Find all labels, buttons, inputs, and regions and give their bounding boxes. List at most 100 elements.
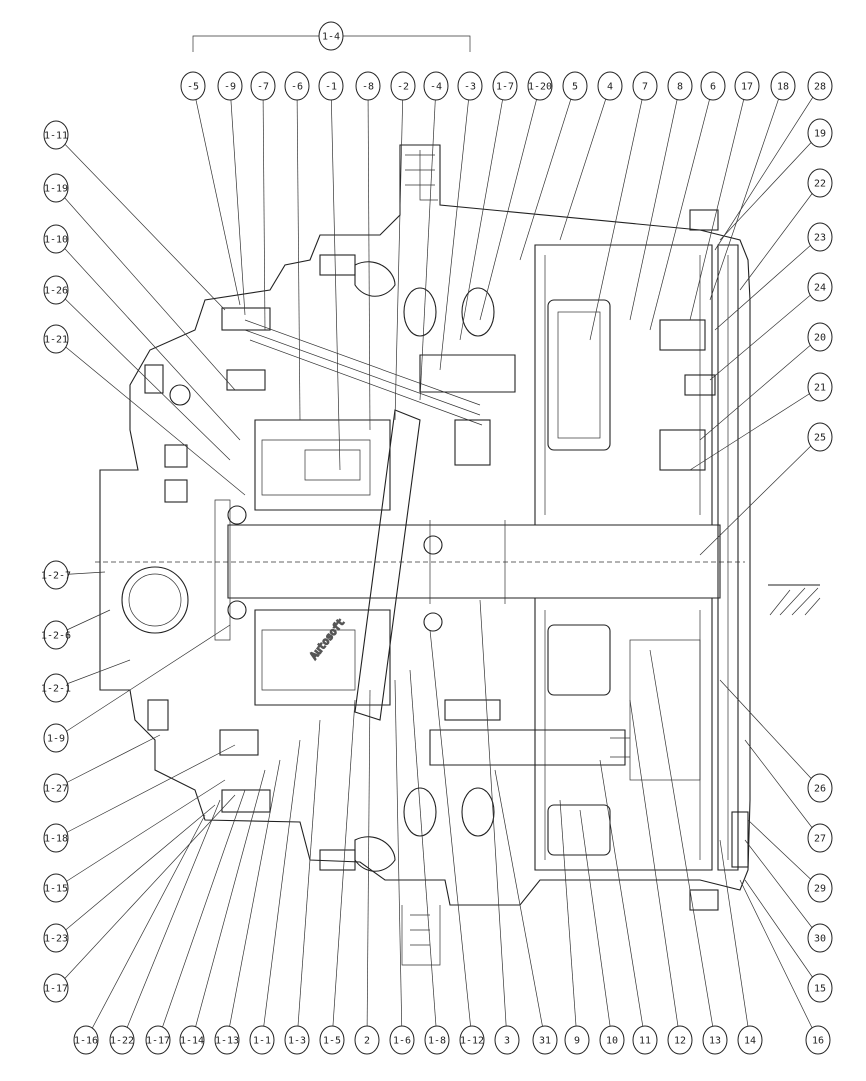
bottom-label-12: 1-12 [460,1036,484,1047]
bottom-label-1-bubble [73,1025,99,1055]
left-label-6-bubble [43,560,69,590]
bottom-label-21: 16 [812,1036,824,1047]
right-label-4: 24 [814,283,826,294]
right-label-2-leader [739,182,821,291]
bottom-label-21-leader [739,879,819,1041]
bottom-label-6-bubble [249,1025,275,1055]
bottom-label-14-bubble [532,1025,558,1055]
right-label-2: 22 [814,179,826,190]
watermark-text: Autosoft [309,617,347,662]
top-label-10: 1-7 [496,82,514,93]
left-label-10-leader [55,734,161,789]
top-label-11-leader [479,85,541,321]
top-label-10-bubble [492,71,518,101]
left-label-8: 1-2-1 [41,684,71,695]
bottom-label-16: 10 [606,1036,618,1047]
bottom-label-2: 1-22 [110,1036,134,1047]
bottom-label-2-leader [121,799,221,1041]
bottom-label-11: 1-8 [428,1036,446,1047]
top-label-4-leader [296,85,301,421]
housing-outline [99,144,821,966]
group-label-1-4: 1-4 [322,32,340,43]
top-label-13-leader [559,85,611,241]
left-label-4: 1-26 [44,286,68,297]
right-label-4-bubble [807,272,833,302]
right-label-3: 23 [814,233,826,244]
bottom-label-14-leader [494,769,546,1041]
bottom-label-3-bubble [145,1025,171,1055]
right-label-8: 26 [814,784,826,795]
top-label-17: 17 [741,82,753,93]
top-label-1-leader [192,85,241,306]
top-label-14: 7 [642,82,648,93]
left-label-9: 1-9 [47,734,65,745]
left-label-12: 1-15 [44,884,68,895]
right-label-11-leader [744,839,821,939]
bottom-label-19: 13 [709,1036,721,1047]
right-label-4-leader [709,286,821,381]
left-label-5-bubble [43,324,69,354]
bottom-label-13-bubble [494,1025,520,1055]
right-label-6: 21 [814,383,826,394]
bottom-label-2-bubble [109,1025,135,1055]
bottom-label-17: 11 [639,1036,651,1047]
bottom-label-19-bubble [702,1025,728,1055]
right-label-6-bubble [807,372,833,402]
bottom-label-18-bubble [667,1025,693,1055]
top-label-8-leader [419,85,437,401]
left-label-14-bubble [43,973,69,1003]
left-label-9-bubble [43,723,69,753]
bottom-label-3-leader [157,789,246,1041]
left-label-3: 1-10 [44,235,68,246]
bottom-label-4-bubble [179,1025,205,1055]
top-label-3-leader [262,85,266,331]
left-label-8-bubble [43,673,69,703]
left-label-11-bubble [43,823,69,853]
top-label-16-leader [649,85,714,331]
bottom-label-7-bubble [284,1025,310,1055]
bottom-label-8-leader [331,699,356,1041]
top-label-18-leader [709,85,784,301]
top-label-2-bubble [217,71,243,101]
group-label-1-4-bubble [318,21,344,51]
bottom-label-20-bubble [737,1025,763,1055]
top-label-7-bubble [390,71,416,101]
right-label-1-leader [719,132,821,241]
right-label-5: 20 [814,333,826,344]
right-label-2-bubble [807,168,833,198]
left-label-3-leader [55,238,241,441]
top-label-4-bubble [284,71,310,101]
bottom-label-13-leader [479,599,508,1041]
left-label-5-leader [55,338,246,496]
left-label-13-leader [55,804,216,939]
top-label-15: 8 [677,82,683,93]
bottom-label-10: 1-6 [393,1036,411,1047]
bottom-label-1-leader [85,814,206,1041]
left-label-11-leader [55,744,236,839]
right-label-7: 25 [814,433,826,444]
bottom-label-3: 1-17 [146,1036,170,1047]
left-label-12-leader [55,779,226,889]
left-label-2: 1-19 [44,184,68,195]
bottom-label-20: 14 [744,1036,756,1047]
right-label-8-bubble [807,773,833,803]
bottom-label-15: 9 [574,1036,580,1047]
top-label-11-bubble [527,71,553,101]
bottom-label-8-bubble [319,1025,345,1055]
top-label-9-bubble [457,71,483,101]
top-label-8-bubble [423,71,449,101]
bottom-label-18: 12 [674,1036,686,1047]
bottom-label-1: 1-16 [74,1036,98,1047]
bottom-label-7-leader [296,719,321,1041]
bottom-label-21-bubble [805,1025,831,1055]
top-label-13: 4 [607,82,613,93]
top-label-1-bubble [180,71,206,101]
right-label-10-bubble [807,873,833,903]
top-label-15-leader [629,85,681,321]
top-label-4: -6 [291,82,303,93]
bottom-label-8: 1-5 [323,1036,341,1047]
top-label-13-bubble [597,71,623,101]
left-label-6: 1-2-7 [41,571,71,582]
